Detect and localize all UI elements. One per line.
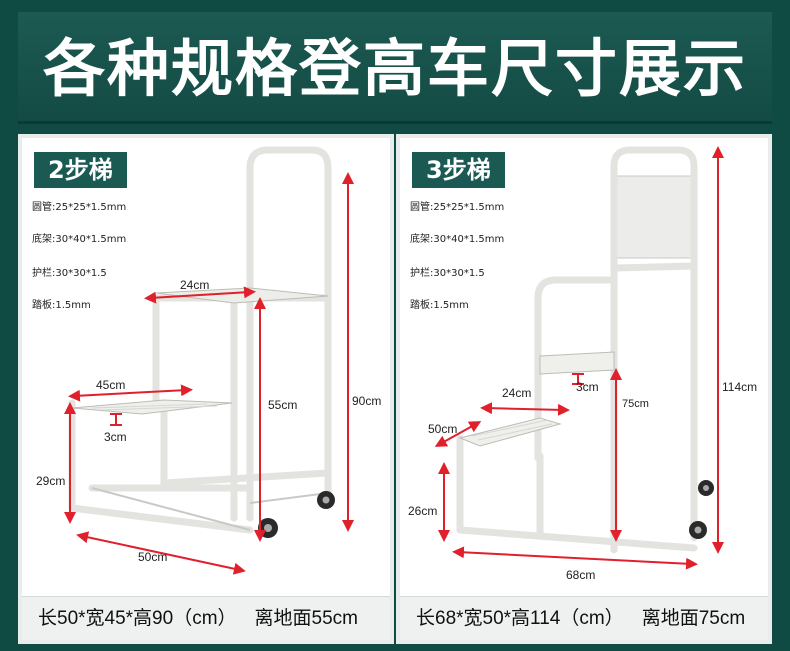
page-title: 各种规格登高车尺寸展示 (42, 32, 747, 105)
ladder-2-step-image (64, 146, 354, 575)
dim-step-width: 45cm (96, 378, 126, 392)
spec-base-frame: 底架:30*40*1.5mm (410, 234, 505, 245)
spec-footer: 长68*宽50*高114（cm） 离地面75cm (400, 596, 768, 640)
spec-footer: 长50*宽45*高90（cm） 离地面55cm (22, 596, 390, 640)
spec-base-frame: 底架:30*40*1.5mm (32, 234, 127, 245)
spec-round-tube: 圆管:25*25*1.5mm (32, 202, 127, 213)
spec-tread: 踏板:1.5mm (410, 300, 469, 311)
dim-deck-height: 55cm (268, 398, 298, 412)
spec-guardrail: 护栏:30*30*1.5 (410, 268, 485, 279)
dim-length: 68cm (566, 568, 596, 582)
dim-length: 50cm (138, 550, 168, 564)
dim-total-height: 114cm (722, 380, 758, 394)
dim-low-height: 29cm (36, 474, 66, 488)
dim-low-height: 26cm (408, 504, 438, 518)
footer-height: 离地面75cm (641, 608, 746, 629)
footer-size: 长68*宽50*高114（cm） (416, 608, 624, 629)
dim-width: 50cm (428, 422, 458, 436)
dim-step-depth: 24cm (502, 386, 532, 400)
dim-riser: 3cm (576, 380, 599, 394)
product-tag: 2步梯 (34, 152, 127, 188)
spec-tread: 踏板:1.5mm (32, 300, 91, 311)
dim-total-height: 90cm (352, 394, 382, 408)
product-panel-2-step: 2步梯 圆管:25*25*1.5mm 底架:30*40*1.5mm 护栏:30*… (18, 134, 394, 644)
footer-height: 离地面55cm (254, 608, 358, 629)
spec-guardrail: 护栏:30*30*1.5 (32, 268, 107, 279)
spec-round-tube: 圆管:25*25*1.5mm (410, 202, 505, 213)
ladder-3-step-image (434, 146, 724, 570)
dim-riser: 3cm (104, 430, 127, 444)
product-panel-3-step: 3步梯 圆管:25*25*1.5mm 底架:30*40*1.5mm 护栏:30*… (396, 134, 772, 644)
header-banner: 各种规格登高车尺寸展示 (18, 12, 772, 124)
dim-top-width: 24cm (180, 278, 210, 292)
footer-size: 长50*宽45*高90（cm） (38, 608, 237, 629)
dim-deck-height: 75cm (622, 398, 649, 410)
product-tag: 3步梯 (412, 152, 505, 188)
